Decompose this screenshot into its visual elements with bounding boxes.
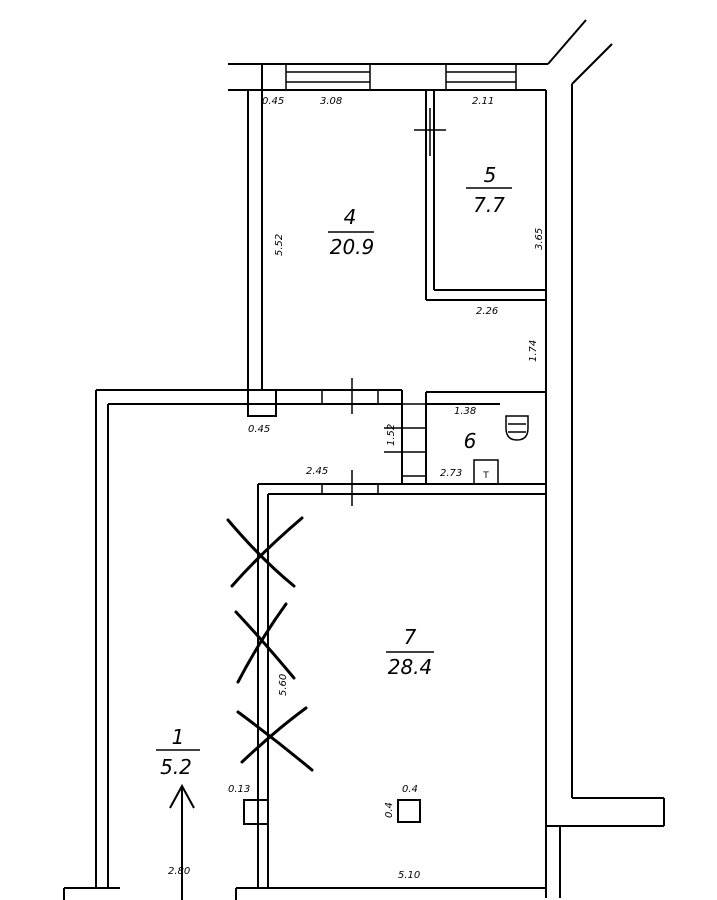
dim-1-38: 1.38: [454, 406, 476, 417]
room-4-number: 4: [344, 205, 357, 229]
door-marks: [243, 378, 426, 825]
dim-3-65: 3.65: [534, 228, 545, 250]
dim-2-11: 2.11: [472, 96, 494, 107]
dim-2-45: 2.45: [306, 466, 328, 477]
dim-5-10: 5.10: [398, 870, 420, 881]
outer-walls: [63, 19, 665, 900]
dim-5-52: 5.52: [274, 234, 285, 256]
dim-0-13: 0.13: [228, 784, 250, 795]
dim-0-45-mid: 0.45: [248, 424, 270, 435]
room-7-number: 7: [404, 625, 417, 649]
dim-2-26: 2.26: [476, 306, 498, 317]
dimension-labels: 0.45 3.08 2.11 5.52 3.65 2.26 1.74 0.45 …: [168, 96, 545, 881]
room-5-area: 7.7: [473, 193, 505, 217]
room-6-label: 6: [464, 429, 477, 453]
t-symbol-label: T: [482, 471, 489, 481]
room-7-label: 7 28.4: [386, 625, 434, 679]
room-1-area: 5.2: [160, 755, 192, 779]
dim-2-80: 2.80: [168, 866, 190, 877]
room-1-label: 1 5.2: [156, 725, 200, 779]
room-7-area: 28.4: [388, 655, 433, 679]
dim-0-4-a: 0.4: [402, 784, 418, 795]
dim-1-52: 1.52: [386, 424, 397, 446]
room-4-label: 4 20.9: [328, 205, 374, 259]
dim-2-73: 2.73: [440, 468, 462, 479]
dim-0-4-b: 0.4: [384, 802, 395, 818]
entrance-arrow: [169, 783, 195, 900]
toilet-fixture: [505, 415, 529, 441]
room-1-number: 1: [172, 725, 185, 749]
dim-0-45-top: 0.45: [262, 96, 284, 107]
room-5-label: 5 7.7: [466, 163, 512, 217]
dim-5-60: 5.60: [278, 674, 289, 696]
windows: [285, 63, 517, 91]
dim-3-08: 3.08: [320, 96, 342, 107]
demolition-crosses: [226, 516, 314, 772]
t-symbol: T: [473, 459, 499, 485]
room-6-number: 6: [464, 429, 477, 453]
room-5-number: 5: [484, 163, 497, 187]
room-4-area: 20.9: [330, 235, 375, 259]
dim-1-74: 1.74: [528, 340, 539, 362]
room-5-walls: [414, 90, 546, 301]
